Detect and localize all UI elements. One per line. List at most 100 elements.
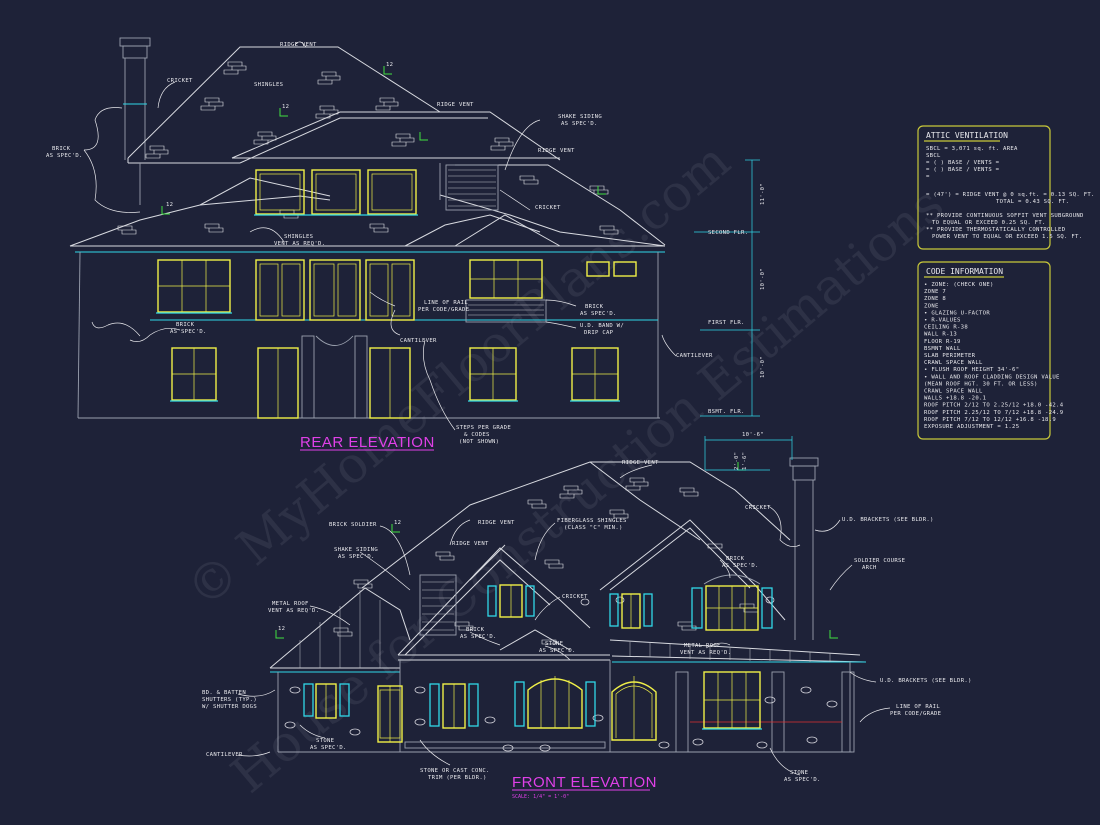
rear-window-upper-band: [254, 169, 418, 216]
code-row: (MEAN ROOF HGT. 30 FT. OR LESS): [924, 381, 1038, 387]
front-window-gable-center: [487, 584, 535, 618]
svg-text:SHINGLES: SHINGLES: [254, 82, 283, 88]
svg-text:VENT AS REQ'D.: VENT AS REQ'D.: [680, 650, 731, 656]
rear-window-second-center: [255, 259, 415, 321]
svg-text:SBCL: SBCL: [926, 153, 941, 159]
code-row: ROOF PITCH 7/12 TO 12/12 +16.8 -18.9: [924, 417, 1056, 423]
code-information-panel: CODE INFORMATION • ZONE: (CHECK ONE) ZON…: [917, 261, 1063, 440]
code-row: • GLAZING U-FACTOR: [924, 310, 990, 316]
rear-annotation-labels: RIDGE VENT SHINGLES CRICKET BRICK AS SPE…: [46, 42, 713, 445]
code-title: CODE INFORMATION: [926, 267, 1003, 276]
svg-text:U.D. BRACKETS (SEE BLDR.): U.D. BRACKETS (SEE BLDR.): [842, 517, 934, 523]
svg-text:SHUTTERS (TYP.): SHUTTERS (TYP.): [202, 697, 257, 703]
svg-text:12: 12: [278, 626, 285, 632]
svg-text:BRICK: BRICK: [52, 146, 71, 152]
rear-doors-first-center: [257, 347, 411, 419]
svg-text:U.D. BAND W/: U.D. BAND W/: [580, 323, 624, 329]
svg-text:= (47') = RIDGE VENT @ 0 sq.ft: = (47') = RIDGE VENT @ 0 sq.ft. = 0.13 S…: [926, 192, 1095, 198]
svg-text:AS SPEC'D.: AS SPEC'D.: [561, 121, 598, 127]
front-elevation: 12 12 10'-6" 2'-0" 1'-6": [202, 432, 972, 800]
svg-text:(CLASS "C" MIN.): (CLASS "C" MIN.): [564, 525, 623, 531]
code-row: EXPOSURE ADJUSTMENT = 1.25: [924, 424, 1019, 430]
front-elevation-scale: SCALE: 1/4" = 1'-0": [512, 794, 569, 800]
svg-text:** PROVIDE THERMOSTATICALLY CO: ** PROVIDE THERMOSTATICALLY CONTROLLED: [926, 227, 1066, 233]
rear-level-dimensions: 11'-0" 10'-0" 10'-0" SECOND FLR. FIRST F…: [694, 159, 766, 417]
front-shake-gable: [419, 574, 457, 636]
front-elevation-title-text: FRONT ELEVATION: [512, 774, 657, 791]
code-row: CRAWL SPACE WALL: [924, 360, 983, 366]
attic-title: ATTIC VENTILATION: [926, 131, 1008, 140]
code-row: WALL R-13: [924, 332, 957, 338]
svg-text:AS SPEC'D.: AS SPEC'D.: [170, 329, 207, 335]
front-door-left: [377, 685, 403, 743]
front-window-porch: [702, 671, 762, 730]
rear-elevation-title-text: REAR ELEVATION: [300, 434, 435, 451]
svg-text:BRICK: BRICK: [726, 556, 745, 562]
svg-text:FIBERGLASS SHINGLES: FIBERGLASS SHINGLES: [557, 518, 627, 524]
svg-text:(NOT SHOWN): (NOT SHOWN): [459, 439, 499, 445]
svg-text:STONE: STONE: [316, 738, 335, 744]
front-annotation-labels: RIDGE VENT RIDGE VENT RIDGE VENT BRICK S…: [202, 460, 972, 783]
svg-text:1'-6": 1'-6": [742, 452, 748, 470]
svg-text:AS SPEC'D.: AS SPEC'D.: [784, 777, 821, 783]
code-rows: • ZONE: (CHECK ONE) ZONE 7 ZONE 8 ZONE• …: [924, 282, 1063, 430]
svg-text:PER CODE/GRADE: PER CODE/GRADE: [418, 307, 470, 313]
front-walls: [277, 660, 855, 753]
svg-text:CRICKET: CRICKET: [535, 205, 561, 211]
svg-text:RIDGE VENT: RIDGE VENT: [622, 460, 659, 466]
svg-text:LINE OF RAIL: LINE OF RAIL: [424, 300, 468, 306]
svg-text:LINE OF RAIL: LINE OF RAIL: [896, 704, 940, 710]
code-row: ZONE 8: [924, 296, 946, 302]
code-row: CEILING R-38: [924, 325, 968, 331]
svg-text:BD. & BATTEN: BD. & BATTEN: [202, 690, 246, 696]
svg-text:AS SPEC'D.: AS SPEC'D.: [460, 634, 497, 640]
svg-text:12: 12: [166, 202, 173, 208]
rear-pitch-symbols: 12 12 12: [161, 62, 606, 215]
svg-text:CANTILEVER: CANTILEVER: [400, 338, 437, 344]
svg-text:RIDGE VENT: RIDGE VENT: [437, 102, 474, 108]
svg-text:TO EQUAL OR EXCEED 0.25 SQ. FT: TO EQUAL OR EXCEED 0.25 SQ. FT.: [932, 220, 1046, 226]
svg-text:STONE OR CAST CONC.: STONE OR CAST CONC.: [420, 768, 490, 774]
rear-window-second-left: [156, 259, 232, 314]
code-row: • R-VALUES: [924, 318, 961, 324]
svg-text:TRIM (PER BLDR.): TRIM (PER BLDR.): [428, 775, 487, 781]
svg-text:RIDGE VENT: RIDGE VENT: [478, 520, 515, 526]
svg-text:** PROVIDE CONTINUOUS SOFFIT V: ** PROVIDE CONTINUOUS SOFFIT VENT SUBGRO…: [926, 213, 1084, 219]
svg-text:AS SPEC'D.: AS SPEC'D.: [338, 554, 375, 560]
svg-text:10'-0": 10'-0": [760, 268, 766, 290]
svg-text:SHINGLES: SHINGLES: [284, 234, 313, 240]
svg-text:AS SPEC'D.: AS SPEC'D.: [310, 745, 347, 751]
svg-text:STONE: STONE: [545, 641, 564, 647]
rear-chimney: [119, 37, 151, 160]
front-chimney: [789, 457, 819, 640]
svg-text:SOLDIER COURSE: SOLDIER COURSE: [854, 558, 906, 564]
svg-text:CANTILEVER: CANTILEVER: [206, 752, 243, 758]
rear-window-first-right: [570, 347, 620, 402]
svg-text:& CODES: & CODES: [464, 432, 490, 438]
code-row: CRAWL SPACE WALL: [924, 389, 983, 395]
code-row: ZONE 7: [924, 289, 946, 295]
svg-text:U.D. BRACKETS (SEE BLDR.): U.D. BRACKETS (SEE BLDR.): [880, 678, 972, 684]
svg-text:2'-0": 2'-0": [734, 452, 740, 470]
svg-text:10'-6": 10'-6": [742, 432, 764, 438]
svg-text:AS SPEC'D.: AS SPEC'D.: [580, 311, 617, 317]
code-row: BSMNT WALL: [924, 346, 961, 352]
svg-text:METAL ROOF: METAL ROOF: [272, 601, 309, 607]
front-pitch-symbols: 12 12: [275, 462, 838, 639]
front-window-upper-mid: [609, 593, 653, 629]
svg-text:SHAKE SIDING: SHAKE SIDING: [558, 114, 602, 120]
svg-text:DRIP CAP: DRIP CAP: [584, 330, 614, 336]
front-window-upper-right: [691, 574, 773, 631]
code-row: • FLUSH ROOF HEIGHT 34'-6": [924, 367, 1019, 373]
rear-window-first-left: [170, 347, 218, 402]
code-row: ZONE: [924, 303, 939, 309]
code-row: FLOOR R-19: [924, 339, 961, 345]
svg-text:SBCL = 3,071 sq. ft. AREA: SBCL = 3,071 sq. ft. AREA: [926, 146, 1018, 152]
front-window-lower-arched: [514, 676, 596, 729]
code-row: SLAB PERIMETER: [924, 353, 976, 359]
svg-text:PER CODE/GRADE: PER CODE/GRADE: [890, 711, 942, 717]
svg-text:STEPS PER GRADE: STEPS PER GRADE: [456, 425, 511, 431]
rear-window-bay: [469, 259, 543, 299]
svg-text:12: 12: [394, 520, 401, 526]
